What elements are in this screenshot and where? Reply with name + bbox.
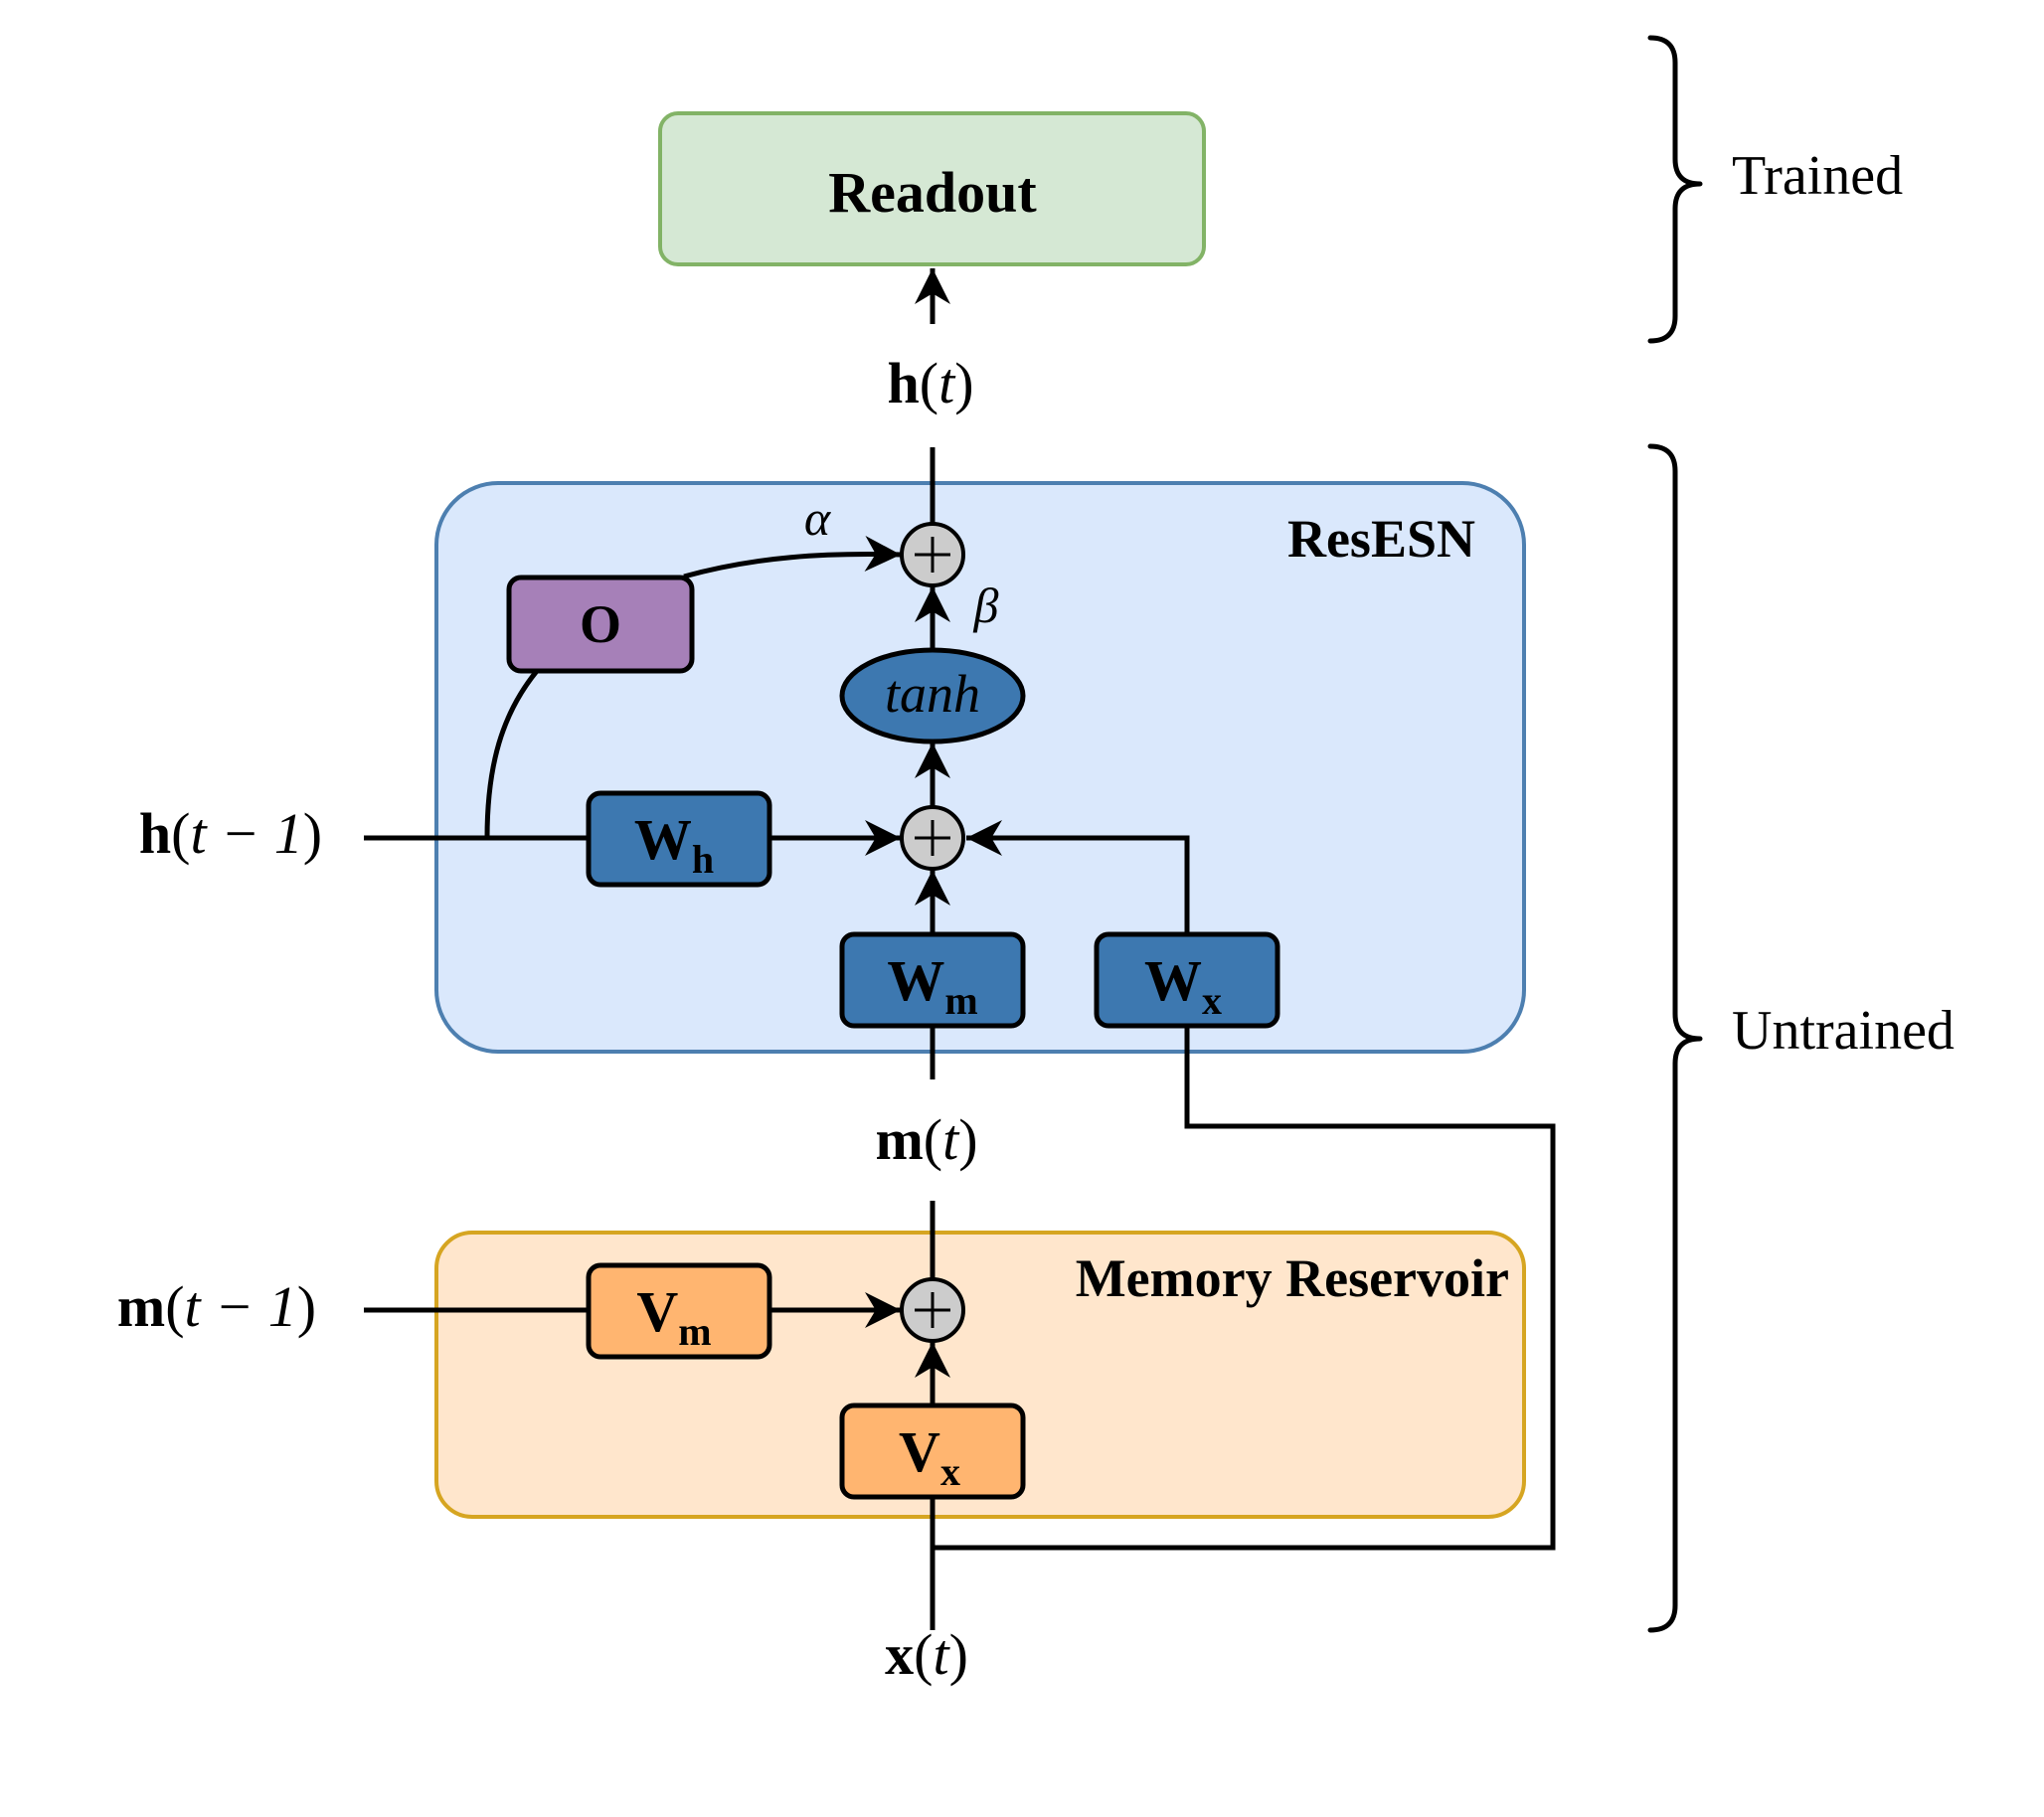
- signal-m-t-minus-1: m(t − 1): [117, 1274, 316, 1339]
- sum-node-memory: [900, 1277, 965, 1343]
- resesn-block: [434, 481, 1526, 1054]
- wx-sub: x: [1202, 978, 1222, 1023]
- wh-base: W: [634, 807, 692, 872]
- resesn-label: ResESN: [1287, 509, 1475, 569]
- wm-base: W: [887, 948, 944, 1013]
- memory-reservoir-label: Memory Reservoir: [1076, 1248, 1509, 1308]
- brace-trained: [1647, 35, 1703, 344]
- svg-text:Vm: Vm: [636, 1279, 711, 1354]
- wire-wx-to-mid-sum: [966, 820, 1190, 934]
- signal-h-t-minus-1: h(t − 1): [139, 801, 322, 866]
- svg-text:Vx: Vx: [899, 1419, 960, 1494]
- trained-label: Trained: [1732, 145, 1903, 207]
- weight-wm: Wm: [839, 931, 1026, 1029]
- alpha-coefficient: α: [804, 490, 832, 546]
- weight-vx: Vx: [839, 1403, 1026, 1500]
- beta-coefficient: β: [973, 578, 999, 633]
- svg-text:Wm: Wm: [887, 948, 977, 1023]
- readout-label: Readout: [828, 160, 1037, 225]
- wire-o-to-top-sum: [683, 536, 902, 579]
- wm-sub: m: [944, 978, 977, 1023]
- weight-o-label: O: [580, 594, 621, 654]
- sum-node-top: [900, 522, 965, 587]
- wh-sub: h: [692, 837, 714, 882]
- brace-untrained: [1647, 443, 1703, 1633]
- weight-vm: Vm: [586, 1262, 772, 1360]
- activation-tanh: tanh: [839, 647, 1026, 744]
- vm-base: V: [636, 1279, 678, 1344]
- wire-htm1-to-o: [484, 669, 539, 839]
- svg-text:Wx: Wx: [1144, 948, 1222, 1023]
- tanh-label: tanh: [885, 664, 980, 724]
- signal-h-t: h(t): [887, 351, 973, 415]
- signal-m-t: m(t): [875, 1107, 977, 1172]
- wx-base: W: [1144, 948, 1202, 1013]
- sum-node-middle: [900, 805, 965, 871]
- readout-block: [658, 111, 1206, 266]
- wire-xt-to-wx: [933, 1028, 1556, 1551]
- vm-sub: m: [678, 1309, 711, 1354]
- untrained-label: Untrained: [1732, 1000, 1955, 1062]
- weight-o: O: [506, 575, 695, 674]
- vx-base: V: [899, 1419, 940, 1484]
- weight-wh: Wh: [586, 790, 772, 888]
- vx-sub: x: [940, 1449, 960, 1494]
- svg-text:Wh: Wh: [634, 807, 714, 882]
- signal-x-t: x(t): [885, 1622, 968, 1687]
- weight-wx: Wx: [1094, 931, 1280, 1029]
